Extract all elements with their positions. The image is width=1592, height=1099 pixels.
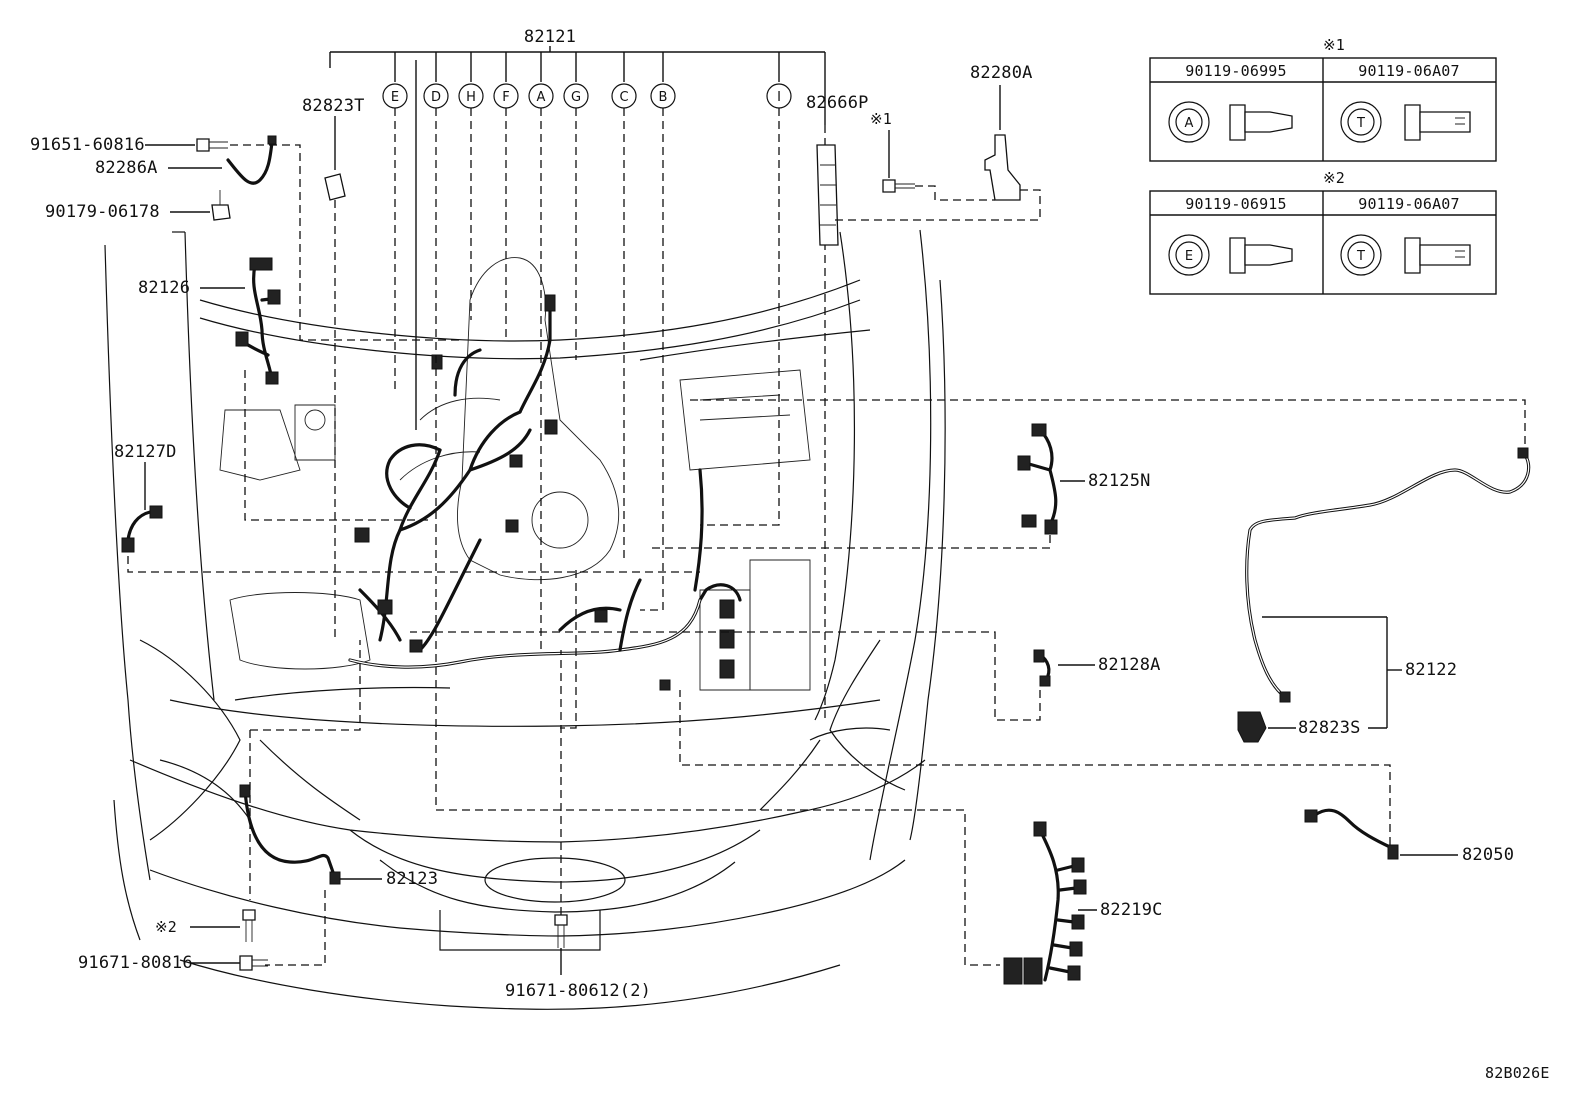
branch-letter-G: G	[571, 90, 581, 105]
part-label-82121: 82121	[524, 27, 576, 47]
part-82128A: 82128A	[410, 631, 1161, 721]
part-label-82823T: 82823T	[302, 96, 365, 116]
branch-leader-lines	[394, 60, 1000, 966]
part-82823S: 82823S	[1237, 711, 1387, 743]
part-82286A: 82286A	[95, 135, 277, 185]
part-82219C: 82219C	[1003, 821, 1163, 985]
branch-circle-B: B	[650, 83, 676, 109]
branch-letter-H: H	[466, 90, 476, 105]
ref-table-2-note: ※2	[1323, 169, 1345, 187]
branch-letter-C: C	[619, 90, 628, 105]
ref-table-1-part-a: 90119-06995	[1185, 62, 1287, 80]
part-label-82122: 82122	[1405, 660, 1457, 680]
main-part-leader: 82121	[329, 27, 826, 125]
branch-letter-D: D	[431, 90, 441, 105]
part-91671-80612: 91671-80612(2)	[505, 650, 651, 1001]
ref-table-2-part-b: 90119-06A07	[1358, 195, 1460, 213]
part-91651-60816: 91651-60816	[30, 135, 460, 341]
part-82123: 82123	[239, 640, 438, 966]
branch-circle-D: D	[423, 83, 449, 109]
ref-table-2-symbol-e: E	[1185, 249, 1193, 264]
part-label-91671-80612: 91671-80612(2)	[505, 981, 651, 1001]
branch-circle-I: I	[766, 83, 792, 109]
branch-letter-I: I	[777, 90, 781, 105]
note-2-bolt-label: ※2	[155, 918, 177, 936]
ref-table-2-part-a: 90119-06915	[1185, 195, 1287, 213]
reference-table-2: ※2 90119-06915 90119-06A07 E T	[1149, 169, 1497, 295]
part-label-82666P: 82666P	[806, 93, 869, 113]
part-label-82280A: 82280A	[970, 63, 1033, 83]
ref-table-1-symbol-t: T	[1356, 116, 1365, 131]
part-91671-80816: 91671-80816	[78, 953, 268, 973]
part-82280A: 82280A ※1	[870, 63, 1033, 201]
branch-letter-A: A	[537, 90, 546, 105]
part-90179-06178: 90179-06178	[45, 190, 231, 222]
part-label-91651-60816: 91651-60816	[30, 135, 145, 155]
branch-circle-H: H	[458, 83, 484, 109]
diagram-code: 82B026E	[1485, 1064, 1550, 1082]
part-82127D: 82127D	[114, 442, 700, 573]
part-label-82823S: 82823S	[1298, 718, 1361, 738]
part-82050: 82050	[679, 690, 1514, 865]
ref-table-1-note: ※1	[1323, 36, 1345, 54]
reference-table-1: ※1 90119-06995 90119-06A07 A T	[1149, 36, 1497, 162]
branch-letter-B: B	[659, 90, 668, 105]
part-label-90179-06178: 90179-06178	[45, 202, 160, 222]
part-82125N: 82125N	[650, 423, 1151, 549]
bolt-note-2: ※2	[155, 909, 256, 942]
part-label-82219C: 82219C	[1100, 900, 1163, 920]
ref-table-1-part-b: 90119-06A07	[1358, 62, 1460, 80]
part-label-82126: 82126	[138, 278, 190, 298]
part-label-82127D: 82127D	[114, 442, 177, 462]
branch-circle-A: A	[528, 83, 554, 109]
part-label-82050: 82050	[1462, 845, 1514, 865]
branch-letter-E: E	[391, 90, 399, 105]
part-label-82123: 82123	[386, 869, 438, 889]
part-82126: 82126	[138, 257, 430, 521]
part-82666P: 82666P	[806, 93, 1041, 246]
part-82122: 82122	[690, 399, 1531, 728]
ref-table-2-symbol-t: T	[1356, 249, 1365, 264]
branch-circle-E: E	[382, 83, 408, 109]
part-label-82128A: 82128A	[1098, 655, 1161, 675]
branch-letter-F: F	[502, 90, 509, 105]
part-label-82125N: 82125N	[1088, 471, 1151, 491]
branch-circle-F: F	[493, 83, 519, 109]
engine-wire-harness-82121	[348, 294, 742, 691]
branch-circle-C: C	[611, 83, 637, 109]
vehicle-body-outline	[104, 229, 946, 1010]
branch-circle-G: G	[563, 83, 589, 109]
part-82823T: 82823T	[302, 96, 365, 640]
note-1-bolt: ※1	[870, 110, 892, 128]
part-label-91671-80816: 91671-80816	[78, 953, 193, 973]
ref-table-1-symbol-a: A	[1185, 116, 1194, 131]
part-label-82286A: 82286A	[95, 158, 158, 178]
